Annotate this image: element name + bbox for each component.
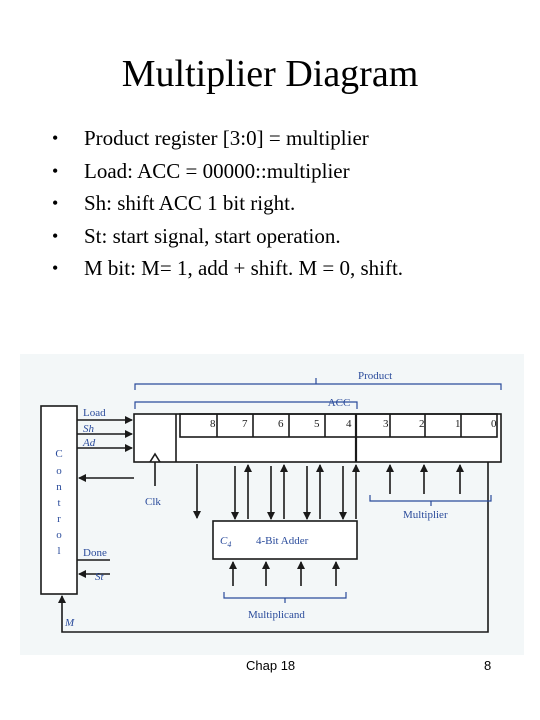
multiplier-label: Multiplier [403, 509, 448, 521]
product-label: Product [358, 370, 392, 382]
multiplier-block-diagram: Product ACC Multiplier Multiplicand Load… [20, 354, 524, 655]
bit-label: 8 [210, 418, 216, 430]
bullet-text: St: start signal, start operation. [84, 223, 341, 248]
diagram-svg: Product ACC Multiplier Multiplicand Load… [40, 370, 502, 633]
load-label: Load [83, 407, 106, 419]
bit-label: 3 [383, 418, 389, 430]
m-label: M [64, 617, 75, 629]
carry-label: C4 [220, 535, 231, 549]
bit-label: 0 [491, 418, 497, 430]
bullet-item: • Product register [3:0] = multiplier [52, 122, 403, 155]
control-letter: r [57, 513, 61, 525]
sh-label: Sh [83, 423, 95, 435]
multiplicand-label: Multiplicand [248, 609, 305, 621]
acc-brace [134, 401, 358, 409]
acc-label: ACC [328, 397, 351, 409]
bullet-item: • St: start signal, start operation. [52, 220, 403, 253]
bit-label: 5 [314, 418, 320, 430]
clock-triangle-icon [149, 452, 161, 463]
bullet-dot-icon: • [52, 225, 59, 246]
page-number: 8 [484, 658, 492, 673]
bit-label: 7 [242, 418, 248, 430]
bit-label: 2 [419, 418, 425, 430]
bit-label: 1 [455, 418, 461, 430]
adder-label: 4-Bit Adder [256, 535, 309, 547]
footer-chapter: Chap 18 [246, 658, 296, 673]
bullet-item: • Load: ACC = 00000::multiplier [52, 155, 403, 188]
product-brace [134, 378, 502, 390]
bullet-list: • Product register [3:0] = multiplier • Lo… [52, 122, 403, 285]
control-letter: n [56, 481, 62, 493]
acc-register [133, 413, 502, 463]
bullet-text: Product register [3:0] = multiplier [84, 126, 369, 150]
control-letter: o [56, 465, 62, 477]
bullet-dot-icon: • [52, 258, 59, 278]
four-bit-adder [212, 520, 358, 560]
control-letter: t [57, 497, 60, 509]
slide-title: Multiplier Diagram [121, 53, 419, 95]
bullet-text: M bit: M= 1, add + shift. M = 0, shift. [84, 256, 404, 280]
control-block [40, 405, 78, 595]
control-letter: C [55, 448, 62, 460]
done-label: Done [83, 547, 107, 559]
bit-label: 6 [278, 418, 284, 430]
ad-label: Ad [82, 437, 96, 449]
bit-cells [179, 413, 498, 438]
bullet-text: Sh: shift ACC 1 bit right. [84, 191, 296, 215]
multiplier-brace [369, 495, 492, 506]
bit-label: 4 [346, 418, 352, 430]
bullet-dot-icon: • [52, 128, 59, 148]
control-letter: o [56, 529, 62, 541]
bullet-item: • M bit: M= 1, add + shift. M = 0, shift. [52, 252, 403, 285]
st-label: St [95, 571, 105, 583]
control-letter: l [57, 545, 60, 557]
bullet-item: • Sh: shift ACC 1 bit right. [52, 187, 403, 220]
bullet-dot-icon: • [52, 160, 59, 181]
bullet-dot-icon: • [52, 193, 59, 213]
bullet-text: Load: ACC = 00000::multiplier [84, 158, 350, 183]
clk-label: Clk [145, 496, 161, 508]
m-feedback-wire [58, 462, 489, 633]
multiplicand-brace [223, 592, 347, 603]
